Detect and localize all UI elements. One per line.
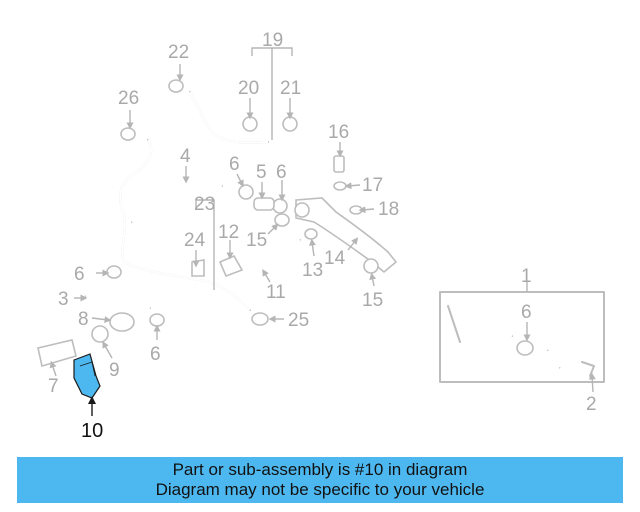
callout-2: 2 [586, 394, 597, 415]
callout-labels: 22 26 19 20 21 16 17 18 4 6 5 6 23 24 12… [48, 30, 597, 442]
callout-17: 17 [362, 175, 383, 196]
pipe-1 [447, 305, 513, 343]
caption-line-2: Diagram may not be specific to your vehi… [155, 480, 485, 499]
housing-8 [109, 312, 135, 332]
callout-10-highlighted: 10 [81, 420, 103, 442]
hose-4 [130, 178, 223, 225]
callout-19: 19 [262, 30, 283, 51]
callout-24: 24 [184, 230, 206, 251]
cooler-7 [37, 339, 77, 368]
clamp-22 [168, 79, 184, 93]
clamp-6b [272, 198, 288, 214]
parts-diagram: 22 26 19 20 21 16 17 18 4 6 5 6 23 24 12… [37, 30, 605, 442]
callout-25: 25 [288, 310, 309, 331]
callout-6a: 6 [229, 154, 240, 175]
callout-18: 18 [378, 199, 399, 220]
callout-1: 1 [521, 266, 532, 287]
callout-23: 23 [194, 194, 215, 215]
hose-3 [84, 287, 152, 311]
pipe-19 [189, 91, 269, 144]
callout-6e: 6 [521, 302, 532, 323]
clamp-21 [282, 116, 298, 132]
callout-12: 12 [218, 222, 239, 243]
clamp-25 [251, 312, 269, 326]
callout-15b: 15 [362, 290, 383, 311]
caption-line-1: Part or sub-assembly is #10 in diagram [172, 460, 468, 479]
callout-5: 5 [256, 162, 267, 183]
bracket-24 [191, 259, 205, 277]
clamp-6d [149, 313, 165, 327]
hose-5 [253, 197, 275, 211]
clamp-6c [106, 265, 122, 279]
callout-6d: 6 [150, 344, 161, 365]
callout-22: 22 [168, 42, 189, 63]
clamp-20 [242, 116, 258, 132]
pipe-23 [119, 139, 251, 311]
bracket-12 [218, 254, 244, 278]
pipe-11 [239, 237, 302, 273]
callout-4: 4 [180, 146, 191, 167]
clamp-6a [238, 184, 254, 200]
callout-6c: 6 [74, 264, 85, 285]
callout-7: 7 [48, 376, 59, 397]
housing-14 [294, 197, 398, 274]
callout-13: 13 [302, 260, 323, 281]
callout-20: 20 [238, 78, 259, 99]
callout-8: 8 [78, 309, 89, 330]
callout-11: 11 [266, 282, 286, 303]
hose-1 [545, 341, 580, 374]
callout-6b: 6 [276, 162, 287, 183]
callout-26: 26 [118, 88, 139, 109]
clamp-26 [120, 127, 136, 141]
gasket-15b [363, 258, 379, 274]
gasket-15a [274, 213, 290, 227]
callout-16: 16 [328, 122, 349, 143]
callout-9: 9 [109, 360, 120, 381]
callout-21: 21 [280, 78, 301, 99]
part-10-highlighted[interactable] [73, 353, 101, 399]
callout-3: 3 [58, 289, 69, 310]
washer-17 [333, 181, 347, 191]
washer-18 [349, 205, 363, 215]
callout-14: 14 [324, 248, 346, 269]
leader-lines [49, 47, 596, 416]
sub-assembly-box [439, 282, 605, 383]
sensor-16 [333, 155, 345, 173]
clamp-6e [516, 340, 534, 356]
caption-bar: Part or sub-assembly is #10 in diagram D… [17, 457, 623, 503]
oring-13 [304, 228, 318, 240]
callout-15a: 15 [246, 230, 267, 251]
clip-2 [581, 361, 595, 377]
gasket-9 [91, 325, 109, 343]
